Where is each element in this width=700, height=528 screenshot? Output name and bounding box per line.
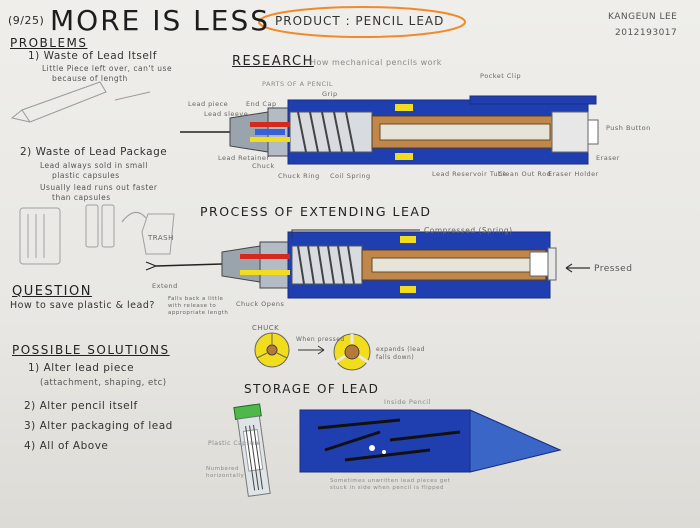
problem-2-detail-1: Lead always sold in small (40, 161, 148, 170)
numbered-note: Numbered horizontally (206, 466, 245, 479)
storage-capsule (233, 403, 271, 497)
process-pencil (145, 229, 590, 299)
page-title: MORE IS LESS (50, 4, 271, 37)
plastic-capsule-label: Plastic Capsule (208, 440, 261, 447)
label-chuck: Chuck (252, 162, 275, 170)
solution-1-detail: (attachment, shaping, etc) (40, 378, 167, 388)
solution-2: 2) Alter pencil itself (24, 400, 138, 412)
expands-label: expands (lead falls down) (376, 346, 425, 361)
label-clean-out-rod: Clean Out Rod (498, 170, 552, 178)
research-heading: RESEARCH (232, 54, 314, 69)
extend-label: Extend (152, 282, 178, 290)
author-name: KANGEUN LEE (608, 12, 678, 22)
label-lead-piece: Lead piece (188, 100, 229, 108)
label-chuck-ring: Chuck Ring (278, 172, 320, 180)
parts-title: PARTS OF A PENCIL (262, 80, 334, 88)
product-oval (258, 6, 466, 38)
label-coil-spring: Coil Spring (330, 172, 371, 180)
problem-2: 2) Waste of Lead Package (20, 146, 168, 158)
process-heading: PROCESS OF EXTENDING LEAD (200, 204, 432, 219)
label-lead-retainer: Lead Retainer (218, 154, 270, 162)
problem-pencil-sketch (10, 81, 151, 123)
problem-2-detail-4: than capsules (52, 193, 111, 202)
label-lead-reservoir: Lead Reservoir Tube (432, 170, 508, 178)
storage-heading: STORAGE OF LEAD (244, 382, 380, 396)
problem-1-detail-2: because of length (52, 74, 128, 83)
solution-1: 1) Alter lead piece (28, 362, 135, 374)
label-eraser-holder: Eraser Holder (548, 170, 599, 178)
trash-label: TRASH (148, 234, 174, 242)
storage-inside-pencil (299, 409, 562, 473)
capsule-sketch (19, 204, 175, 265)
student-id: 2012193017 (615, 28, 678, 38)
label-pocket-clip: Pocket Clip (480, 72, 522, 80)
stuck-lead-note: Sometimes unwritten lead pieces get stuc… (330, 478, 451, 491)
date-label: (9/25) (8, 14, 45, 27)
question-text: How to save plastic & lead? (10, 300, 155, 311)
solution-4: 4) All of Above (24, 440, 109, 452)
problem-1: 1) Waste of Lead Itself (28, 50, 157, 62)
solutions-heading: POSSIBLE SOLUTIONS (12, 343, 170, 357)
compressed-label: Compressed (Spring) (424, 226, 513, 235)
chuck-opens-label: Chuck Opens (236, 300, 285, 308)
label-end-cap: End Cap (246, 100, 277, 108)
product-label: PRODUCT : PENCIL LEAD (275, 14, 445, 28)
chuck-label: CHUCK (252, 324, 280, 332)
problem-2-detail-3: Usually lead runs out faster (40, 183, 158, 192)
solution-3: 3) Alter packaging of lead (24, 420, 173, 432)
when-pressed-label: When pressed (296, 336, 345, 343)
research-subtitle: How mechanical pencils work (310, 58, 442, 67)
problems-heading: PROBLEMS (10, 36, 88, 50)
inside-pencil-label: Inside Pencil (384, 398, 431, 406)
label-grip: Grip (322, 90, 338, 98)
label-eraser: Eraser (596, 154, 620, 162)
problem-1-detail-1: Little Piece left over, can't use (42, 64, 173, 73)
pressed-label: Pressed (594, 264, 633, 274)
label-lead-sleeve: Lead sleeve (204, 110, 249, 118)
research-pencil (180, 95, 599, 165)
question-heading: QUESTION (12, 284, 92, 299)
problem-2-detail-2: plastic capsules (52, 171, 120, 180)
chuck-diagrams (254, 332, 371, 371)
falls-back-note: Falls back a little with release to appr… (168, 296, 229, 316)
label-push-button: Push Button (606, 124, 651, 132)
